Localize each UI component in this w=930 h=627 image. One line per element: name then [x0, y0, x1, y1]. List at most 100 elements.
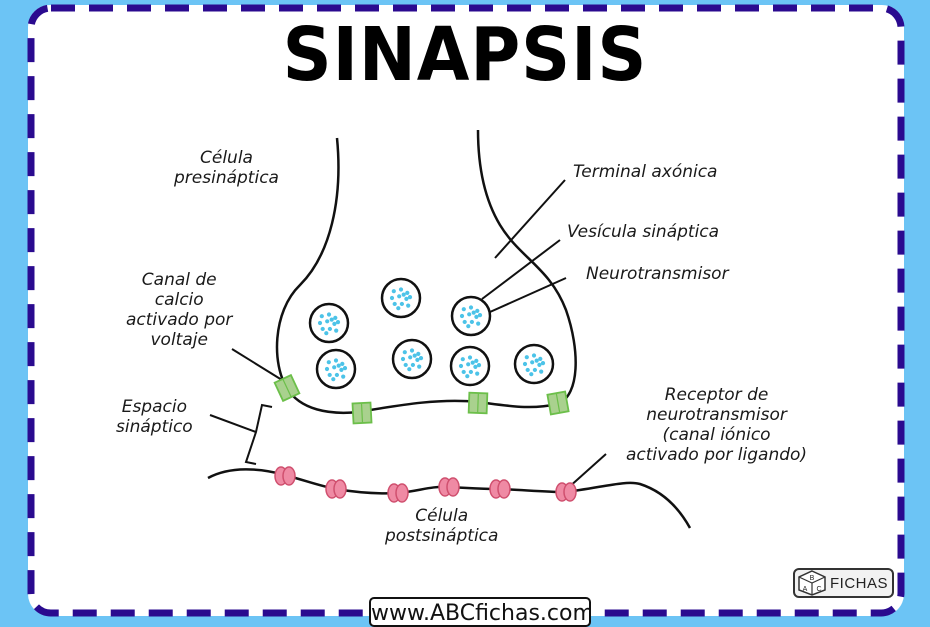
neurotransmitter-dot: [334, 372, 339, 378]
receptors: [274, 466, 577, 503]
neurotransmitter-dot: [467, 355, 473, 360]
neurotransmitter-dot: [331, 377, 336, 382]
neurotransmitter-dot: [401, 292, 406, 297]
neurotransmitter-dot: [396, 306, 401, 311]
neurotransmitter-dot: [461, 369, 466, 375]
label-synaptic-cleft: Espacio sináptico: [116, 397, 193, 437]
neurotransmitter-dot: [475, 308, 480, 313]
neurotransmitter-dot: [459, 313, 465, 319]
neurotransmitter-dot: [466, 324, 471, 329]
neurotransmitter-dot: [475, 371, 480, 376]
neurotransmitter-dot: [530, 360, 535, 365]
neurotransmitter-dot: [409, 348, 415, 353]
neurotransmitter-dot: [474, 358, 479, 363]
neurotransmitter-dot: [341, 374, 346, 379]
neurotransmitter-dot: [404, 296, 409, 301]
neurotransmitter-dot: [392, 301, 397, 307]
neurotransmitter-dot: [334, 328, 339, 333]
neurotransmitter-dot: [524, 355, 529, 360]
neurotransmitter-dot: [324, 366, 330, 372]
page-title: SINAPSIS: [282, 12, 648, 98]
neurotransmitter-dot: [399, 301, 404, 307]
label-presynaptic-cell: Célula presináptica: [174, 148, 279, 188]
neurotransmitter-dot: [537, 362, 542, 367]
neurotransmitter-dot: [477, 313, 483, 318]
neurotransmitter-dot: [532, 367, 538, 373]
neurotransmitter-dot: [412, 353, 417, 358]
neurotransmitter-dot: [333, 358, 339, 363]
label-calcium-channel: Canal de calcio activado por voltaje: [126, 270, 233, 350]
neurotransmitter-dot: [417, 364, 422, 369]
neurotransmitter-dot: [407, 367, 412, 372]
neurotransmitter-dot: [332, 365, 337, 370]
label-receptor: Receptor de neurotransmisor (canal iónic…: [626, 385, 808, 465]
receptor: [387, 483, 409, 503]
neurotransmitter-dot: [400, 356, 406, 362]
neurotransmitter-dot: [467, 312, 472, 317]
receptor: [274, 466, 296, 486]
website-url[interactable]: www.ABCfichas.com: [369, 597, 591, 627]
calcium-channel: [546, 390, 570, 416]
logo-text: FICHAS: [830, 574, 889, 592]
neurotransmitter-dot: [320, 326, 325, 332]
neurotransmitter-dot: [332, 321, 337, 326]
neurotransmitter-dot: [408, 355, 413, 360]
vesicle: [315, 348, 357, 390]
neurotransmitter-dot: [325, 319, 330, 324]
neurotransmitter-dot: [540, 361, 546, 366]
neurotransmitter-dot: [418, 356, 424, 361]
receptor: [555, 482, 577, 502]
neurotransmitter-dot: [458, 363, 464, 369]
neurotransmitter-dot: [460, 357, 465, 362]
abcfichas-logo: B A C FICHAS: [793, 568, 895, 598]
neurotransmitter-dot: [531, 353, 537, 358]
vesicle: [450, 295, 492, 337]
calcium-channel: [273, 373, 301, 403]
neurotransmitter-dot: [469, 319, 474, 325]
neurotransmitter-dot: [333, 315, 338, 320]
neurotransmitter-dot: [416, 351, 421, 356]
neurotransmitter-dot: [538, 356, 543, 361]
neurotransmitter-dot: [317, 320, 323, 326]
neurotransmitter-dot: [324, 331, 329, 336]
label-postsynaptic-cell: Célula postsináptica: [385, 506, 499, 546]
neurotransmitter-dot: [389, 295, 395, 301]
neurotransmitter-dot: [335, 320, 341, 325]
neurotransmitter-dot: [529, 372, 534, 377]
neurotransmitter-dot: [329, 317, 334, 322]
label-neurotransmitter: Neurotransmisor: [586, 264, 729, 284]
calcium-channel: [351, 401, 373, 425]
neurotransmitter-dot: [405, 290, 410, 295]
neurotransmitter-dot: [534, 358, 539, 363]
abc-cube-icon: B A C: [798, 570, 826, 596]
neurotransmitter-dot: [522, 361, 528, 367]
neurotransmitter-dot: [402, 350, 407, 355]
neurotransmitter-dot: [473, 364, 478, 369]
logo-letter-b: B: [810, 575, 815, 582]
neurotransmitter-dot: [336, 363, 341, 368]
label-synaptic-vesicle: Vesícula sináptica: [567, 222, 720, 242]
calcium-channels: [273, 373, 570, 425]
vesicle: [308, 302, 350, 344]
neurotransmitter-dot: [397, 294, 402, 299]
neurotransmitter-dot: [391, 289, 396, 294]
neurotransmitter-dot: [468, 305, 474, 310]
neurotransmitter-dot: [339, 367, 344, 372]
neurotransmitter-dot: [403, 362, 408, 368]
calcium-channel: [467, 391, 489, 415]
neurotransmitter-dot: [415, 357, 420, 362]
receptor: [489, 479, 511, 499]
leader-lines: [209, 179, 607, 489]
vesicles: [308, 277, 555, 390]
neurotransmitter-dot: [319, 314, 324, 319]
neurotransmitter-dot: [406, 303, 411, 308]
neurotransmitter-dot: [327, 372, 332, 378]
neurotransmitter-dot: [326, 312, 332, 317]
neurotransmitter-dot: [468, 369, 473, 375]
vesicle: [513, 343, 555, 385]
neurotransmitter-dot: [342, 366, 348, 371]
receptor: [438, 477, 460, 497]
neurotransmitter-dot: [476, 363, 482, 368]
neurotransmitter-dot: [465, 374, 470, 379]
